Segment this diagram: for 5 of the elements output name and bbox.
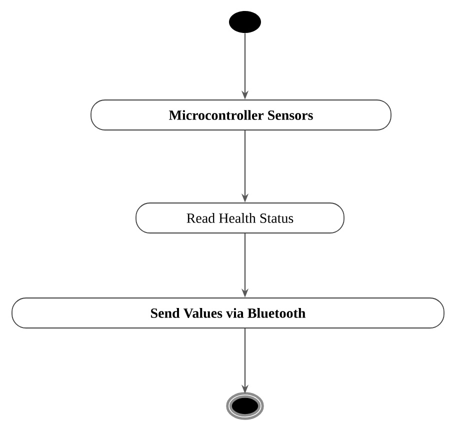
activity-box: Read Health Status bbox=[136, 202, 344, 234]
activity-box: Microcontroller Sensors bbox=[90, 100, 392, 130]
activity-box: Send Values via Bluetooth bbox=[12, 298, 444, 328]
start-node bbox=[229, 11, 261, 33]
end-node bbox=[226, 392, 264, 420]
